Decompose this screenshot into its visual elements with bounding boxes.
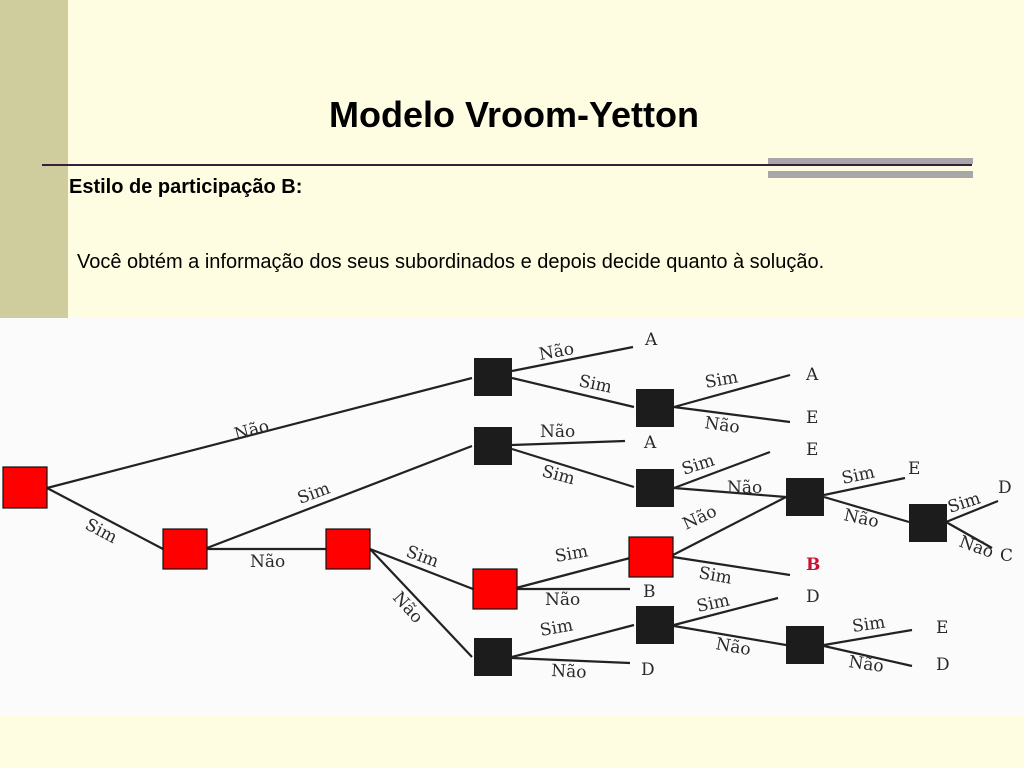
- edge-label-nao: Não: [847, 652, 885, 677]
- edge-label-nao: Não: [842, 505, 881, 532]
- edge-label-nao: Não: [540, 422, 575, 442]
- edge-label-sim: Sim: [851, 613, 887, 637]
- outcome-label: A: [643, 433, 657, 453]
- outcome-label: E: [806, 408, 818, 428]
- edge-label-nao: Não: [680, 502, 720, 535]
- edge: [672, 555, 791, 577]
- edge: [823, 628, 913, 647]
- highlighted-decision-node: [628, 536, 674, 578]
- decision-node: [636, 606, 674, 644]
- outcome-label: D: [936, 655, 950, 675]
- decision-node: [474, 638, 512, 676]
- edge: [511, 447, 635, 489]
- outcome-label: D: [806, 587, 820, 607]
- edge: [823, 495, 910, 524]
- slide-title: Modelo Vroom-Yetton: [328, 94, 699, 135]
- outcome-label: E: [806, 440, 818, 460]
- edge: [511, 623, 635, 659]
- edge: [515, 556, 631, 590]
- edge-label-nao: Não: [232, 416, 271, 444]
- edge: [945, 499, 999, 524]
- outcome-label: A: [805, 365, 819, 385]
- participation-style-description: Você obtém a informação dos seus subordi…: [77, 251, 825, 273]
- edge: [673, 373, 791, 409]
- rule-accent-bottom: [768, 171, 973, 178]
- decision-node: [636, 469, 674, 507]
- edge: [46, 487, 164, 550]
- decision-tree: Não Sim Sim Não Sim Não Não Sim Sim Não …: [2, 330, 1013, 683]
- decision-tree-panel: Não Sim Sim Não Sim Não Não Sim Sim Não …: [0, 318, 1024, 716]
- outcome-label: D: [998, 478, 1012, 498]
- outcome-label: C: [1000, 546, 1013, 566]
- highlighted-decision-node: [472, 568, 518, 610]
- edge: [369, 548, 473, 658]
- outcome-label-highlighted: B: [806, 555, 820, 575]
- outcome-labels: A A E A E E D C B B D E D D: [641, 330, 1013, 680]
- edge: [369, 547, 474, 591]
- outcome-label: A: [644, 330, 658, 350]
- edge-label-nao: Não: [545, 590, 580, 610]
- edge: [673, 450, 771, 490]
- edge-label-nao: Não: [388, 588, 426, 628]
- edge-label-sim: Sim: [553, 541, 589, 566]
- decision-node: [909, 504, 947, 542]
- edge: [823, 644, 913, 668]
- edge: [206, 444, 473, 550]
- rule-accent-top: [768, 158, 973, 164]
- edge: [511, 376, 635, 409]
- decision-node: [474, 358, 512, 396]
- decision-node: [474, 427, 512, 465]
- edge: [945, 521, 993, 549]
- edge: [673, 405, 791, 424]
- outcome-label: E: [936, 618, 948, 638]
- outcome-label: E: [908, 459, 920, 479]
- side-strip: [0, 0, 68, 318]
- edge: [673, 596, 779, 627]
- edge-label-nao: Não: [703, 413, 741, 438]
- edge: [823, 476, 906, 497]
- decision-node: [636, 389, 674, 427]
- edge-labels: Não Sim Sim Não Sim Não Não Sim Sim Não …: [82, 339, 997, 683]
- edge-label-sim: Sim: [703, 367, 739, 392]
- outcome-label: D: [641, 660, 655, 680]
- edge: [511, 439, 626, 447]
- edge-label-nao: Não: [727, 478, 762, 498]
- root-decision-node: [2, 466, 48, 509]
- edge: [511, 656, 631, 665]
- edge-label-nao: Não: [551, 661, 587, 683]
- edge-label-sim: Sim: [82, 515, 121, 548]
- outcome-label: B: [643, 582, 656, 602]
- edge: [673, 486, 787, 499]
- edge: [46, 376, 473, 490]
- edge-label-sim: Sim: [695, 590, 732, 616]
- edge-label-nao: Não: [537, 339, 575, 365]
- edge: [673, 624, 787, 647]
- edge: [511, 345, 634, 373]
- participation-style-heading: Estilo de participação B:: [69, 176, 303, 198]
- edge-label-nao: Não: [250, 552, 285, 572]
- edge-label-sim: Sim: [403, 542, 441, 572]
- highlighted-decision-node: [162, 528, 208, 570]
- edge-label-nao: Não: [956, 532, 996, 563]
- tree-nodes: [2, 358, 947, 676]
- highlighted-decision-node: [325, 528, 371, 570]
- decision-node: [786, 626, 824, 664]
- edge-label-sim: Sim: [697, 563, 733, 588]
- tree-edges: [46, 345, 999, 668]
- edge-label-sim: Sim: [538, 615, 574, 640]
- title-rule: [42, 164, 972, 166]
- edge-label-sim: Sim: [295, 479, 333, 509]
- edge-label-sim: Sim: [679, 450, 717, 479]
- edge: [672, 496, 787, 556]
- decision-node: [786, 478, 824, 516]
- edge-label-sim: Sim: [945, 488, 983, 517]
- edge-label-sim: Sim: [540, 462, 577, 490]
